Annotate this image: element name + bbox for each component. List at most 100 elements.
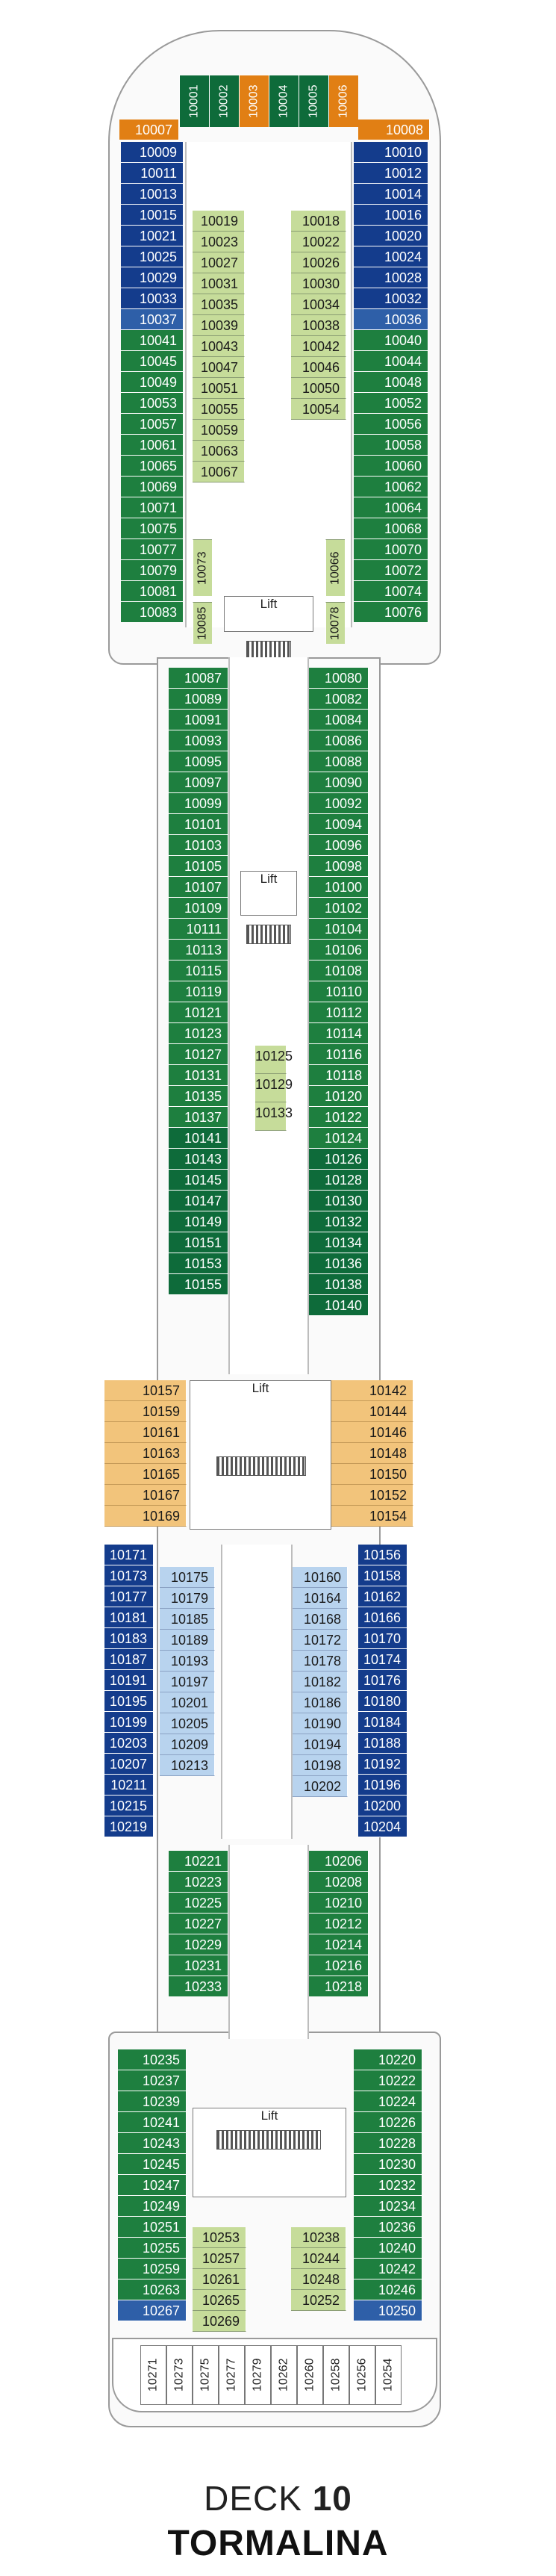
cabin-10024[interactable]: 10024 xyxy=(354,246,428,267)
cabin-10241[interactable]: 10241 xyxy=(118,2112,187,2133)
cabin-10195[interactable]: 10195 xyxy=(104,1691,154,1712)
cabin-10227[interactable]: 10227 xyxy=(169,1914,228,1934)
cabin-10119[interactable]: 10119 xyxy=(169,981,228,1002)
cabin-10176[interactable]: 10176 xyxy=(358,1670,407,1691)
stern-cabin-10262[interactable]: 10262 xyxy=(271,2345,297,2405)
cabin-10181[interactable]: 10181 xyxy=(104,1607,154,1628)
cabin-10035[interactable]: 10035 xyxy=(193,294,245,315)
cabin-10137[interactable]: 10137 xyxy=(169,1107,228,1128)
cabin-10111[interactable]: 10111 xyxy=(169,919,228,940)
cabin-10156[interactable]: 10156 xyxy=(358,1545,407,1565)
cabin-10234[interactable]: 10234 xyxy=(354,2196,422,2217)
cabin-10240[interactable]: 10240 xyxy=(354,2238,422,2259)
cabin-10164[interactable]: 10164 xyxy=(293,1588,348,1609)
suite-10006[interactable]: 10006 xyxy=(328,75,358,127)
cabin-10253[interactable]: 10253 xyxy=(193,2227,246,2248)
cabin-10212[interactable]: 10212 xyxy=(309,1914,369,1934)
stern-cabin-10258[interactable]: 10258 xyxy=(323,2345,349,2405)
cabin-10177[interactable]: 10177 xyxy=(104,1586,154,1607)
cabin-10059[interactable]: 10059 xyxy=(193,420,245,441)
cabin-10012[interactable]: 10012 xyxy=(354,163,428,184)
cabin-10263[interactable]: 10263 xyxy=(118,2279,187,2300)
cabin-10242[interactable]: 10242 xyxy=(354,2259,422,2279)
cabin-10192[interactable]: 10192 xyxy=(358,1754,407,1775)
cabin-10159[interactable]: 10159 xyxy=(104,1401,187,1422)
cabin-10074[interactable]: 10074 xyxy=(354,581,428,602)
cabin-10205[interactable]: 10205 xyxy=(160,1713,215,1734)
cabin-10171[interactable]: 10171 xyxy=(104,1545,154,1565)
suite-10004[interactable]: 10004 xyxy=(269,75,299,127)
cabin-10223[interactable]: 10223 xyxy=(169,1872,228,1893)
cabin-10214[interactable]: 10214 xyxy=(309,1934,369,1955)
cabin-10128[interactable]: 10128 xyxy=(309,1170,369,1191)
cabin-10082[interactable]: 10082 xyxy=(309,689,369,710)
cabin-10136[interactable]: 10136 xyxy=(309,1253,369,1274)
cabin-10071[interactable]: 10071 xyxy=(121,497,184,518)
cabin-10221[interactable]: 10221 xyxy=(169,1851,228,1872)
cabin-10231[interactable]: 10231 xyxy=(169,1955,228,1976)
cabin-10083[interactable]: 10083 xyxy=(121,602,184,623)
cabin-10058[interactable]: 10058 xyxy=(354,435,428,456)
cabin-10148[interactable]: 10148 xyxy=(331,1443,413,1464)
cabin-10183[interactable]: 10183 xyxy=(104,1628,154,1649)
cabin-10200[interactable]: 10200 xyxy=(358,1796,407,1816)
cabin-10251[interactable]: 10251 xyxy=(118,2217,187,2238)
cabin-10013[interactable]: 10013 xyxy=(121,184,184,205)
cabin-10061[interactable]: 10061 xyxy=(121,435,184,456)
cabin-10142[interactable]: 10142 xyxy=(331,1380,413,1401)
cabin-10100[interactable]: 10100 xyxy=(309,877,369,898)
cabin-10067[interactable]: 10067 xyxy=(193,462,245,482)
cabin-10016[interactable]: 10016 xyxy=(354,205,428,226)
cabin-10109[interactable]: 10109 xyxy=(169,898,228,919)
cabin-10087[interactable]: 10087 xyxy=(169,668,228,689)
cabin-10169[interactable]: 10169 xyxy=(104,1506,187,1527)
cabin-10030[interactable]: 10030 xyxy=(291,273,346,294)
cabin-10039[interactable]: 10039 xyxy=(193,315,245,336)
cabin-10101[interactable]: 10101 xyxy=(169,814,228,835)
cabin-10131[interactable]: 10131 xyxy=(169,1065,228,1086)
cabin-10154[interactable]: 10154 xyxy=(331,1506,413,1527)
cabin-10226[interactable]: 10226 xyxy=(354,2112,422,2133)
cabin-10261[interactable]: 10261 xyxy=(193,2269,246,2290)
cabin-10190[interactable]: 10190 xyxy=(293,1713,348,1734)
cabin-10094[interactable]: 10094 xyxy=(309,814,369,835)
cabin-10124[interactable]: 10124 xyxy=(309,1128,369,1149)
cabin-10172[interactable]: 10172 xyxy=(293,1630,348,1651)
cabin-10107[interactable]: 10107 xyxy=(169,877,228,898)
cabin-10056[interactable]: 10056 xyxy=(354,414,428,435)
cabin-10064[interactable]: 10064 xyxy=(354,497,428,518)
cabin-10022[interactable]: 10022 xyxy=(291,232,346,252)
cabin-10120[interactable]: 10120 xyxy=(309,1086,369,1107)
cabin-10080[interactable]: 10080 xyxy=(309,668,369,689)
cabin-10076[interactable]: 10076 xyxy=(354,602,428,623)
cabin-10106[interactable]: 10106 xyxy=(309,940,369,960)
cabin-10044[interactable]: 10044 xyxy=(354,351,428,372)
cabin-10063[interactable]: 10063 xyxy=(193,441,245,462)
cabin-10153[interactable]: 10153 xyxy=(169,1253,228,1274)
cabin-10038[interactable]: 10038 xyxy=(291,315,346,336)
cabin-10066[interactable]: 10066 xyxy=(325,539,345,596)
cabin-10023[interactable]: 10023 xyxy=(193,232,245,252)
cabin-10151[interactable]: 10151 xyxy=(169,1232,228,1253)
stern-cabin-10260[interactable]: 10260 xyxy=(297,2345,323,2405)
cabin-10112[interactable]: 10112 xyxy=(309,1002,369,1023)
cabin-10198[interactable]: 10198 xyxy=(293,1755,348,1776)
cabin-10090[interactable]: 10090 xyxy=(309,772,369,793)
cabin-10126[interactable]: 10126 xyxy=(309,1149,369,1170)
cabin-10167[interactable]: 10167 xyxy=(104,1485,187,1506)
cabin-10233[interactable]: 10233 xyxy=(169,1976,228,1997)
cabin-10155[interactable]: 10155 xyxy=(169,1274,228,1295)
cabin-10068[interactable]: 10068 xyxy=(354,518,428,539)
stern-cabin-10271[interactable]: 10271 xyxy=(140,2345,166,2405)
cabin-10229[interactable]: 10229 xyxy=(169,1934,228,1955)
cabin-10113[interactable]: 10113 xyxy=(169,940,228,960)
cabin-10246[interactable]: 10246 xyxy=(354,2279,422,2300)
stern-cabin-10254[interactable]: 10254 xyxy=(375,2345,402,2405)
cabin-10145[interactable]: 10145 xyxy=(169,1170,228,1191)
cabin-10114[interactable]: 10114 xyxy=(309,1023,369,1044)
cabin-10206[interactable]: 10206 xyxy=(309,1851,369,1872)
cabin-10069[interactable]: 10069 xyxy=(121,477,184,497)
cabin-10247[interactable]: 10247 xyxy=(118,2175,187,2196)
cabin-10010[interactable]: 10010 xyxy=(354,142,428,163)
cabin-10168[interactable]: 10168 xyxy=(293,1609,348,1630)
